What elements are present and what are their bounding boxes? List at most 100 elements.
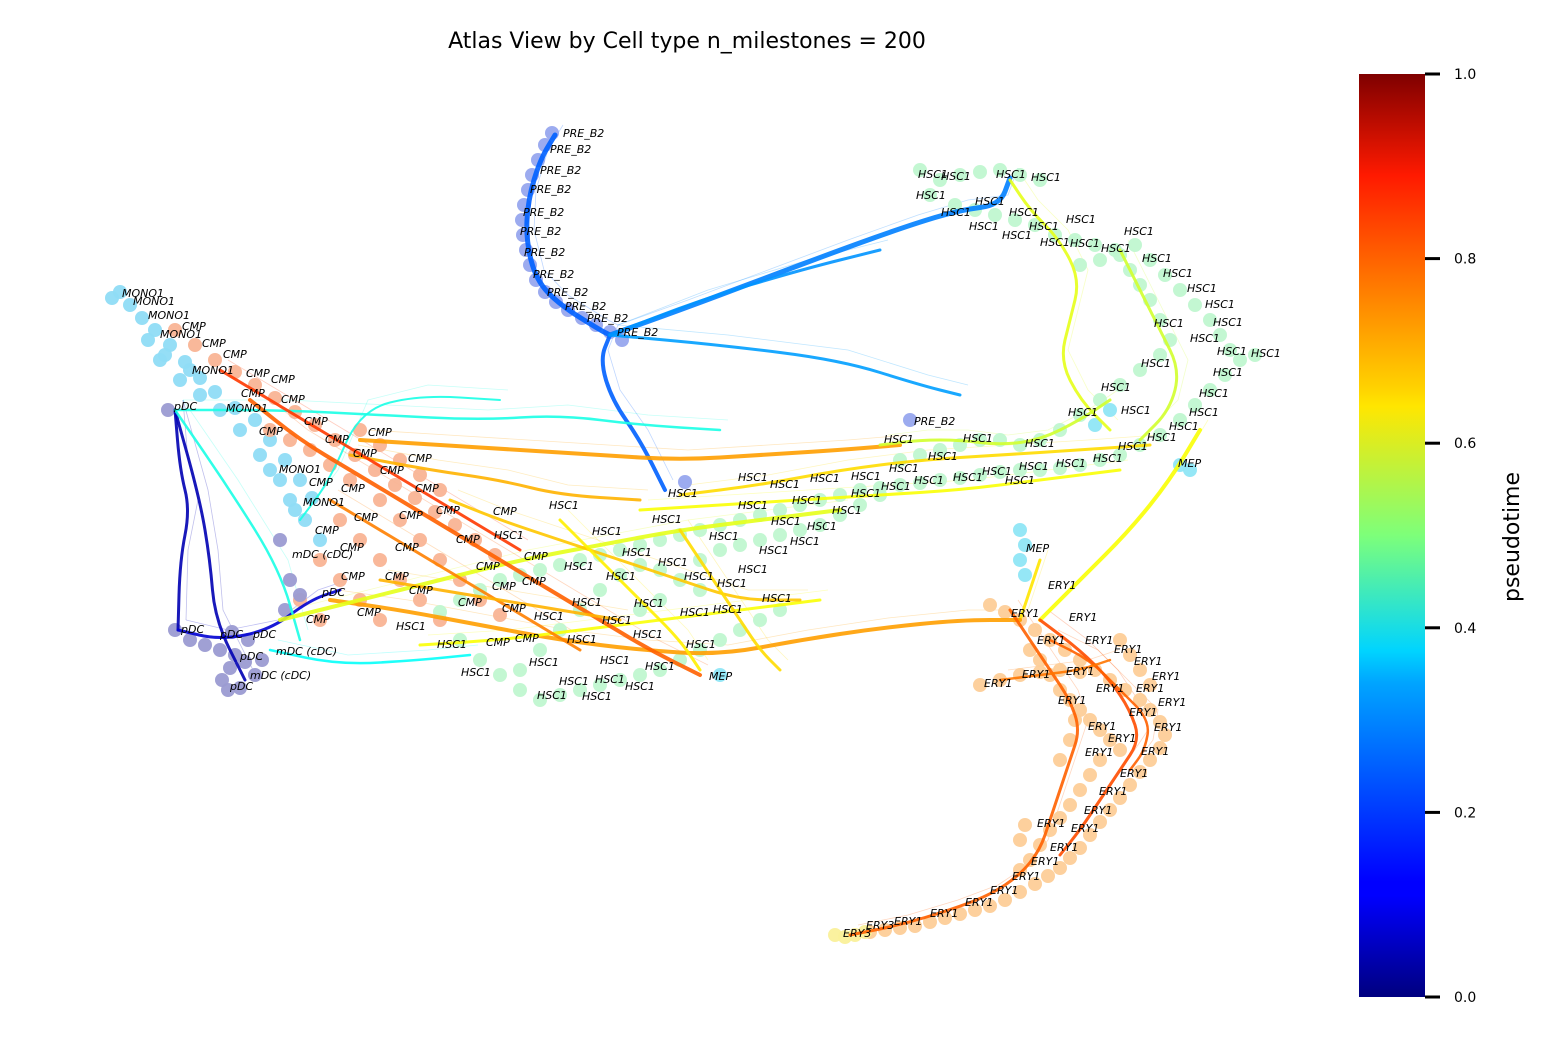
faint-trajectory [277, 639, 479, 656]
cell-type-label: mDC (cDC) [250, 669, 311, 682]
cell-point [988, 208, 1002, 222]
trajectory-line [278, 508, 842, 622]
cell-type-label: HSC1 [564, 560, 594, 573]
cell-type-label: HSC1 [1189, 406, 1219, 419]
cell-point [1188, 398, 1202, 412]
cell-point [1013, 463, 1027, 477]
cell-point [1143, 678, 1157, 692]
cell-point [253, 448, 267, 462]
cell-type-label: ERY1 [1114, 643, 1142, 656]
cell-type-label: HSC1 [622, 546, 652, 559]
cell-point [1158, 268, 1172, 282]
cell-point [1143, 253, 1157, 267]
cell-point [1018, 568, 1032, 582]
cell-point [713, 543, 727, 557]
cell-point [278, 453, 292, 467]
cell-point [993, 465, 1007, 479]
colorbar-tick-label: 1.0 [1454, 67, 1476, 83]
cell-type-label: CMP [476, 560, 500, 573]
trajectory-line [678, 528, 782, 672]
cell-type-label: CMP [385, 570, 409, 583]
cell-type-label: PRE_B2 [563, 127, 604, 140]
colorbar-tick-label: 0.2 [1454, 805, 1476, 821]
cell-type-label: HSC1 [645, 660, 675, 673]
cell-type-label: HSC1 [790, 535, 820, 548]
faint-trajectory [183, 399, 729, 421]
cell-type-label: HSC1 [494, 529, 524, 542]
cell-point [753, 613, 767, 627]
cell-point [408, 491, 422, 505]
cell-type-label: HSC1 [1147, 431, 1177, 444]
cell-point [493, 668, 507, 682]
trajectory-line [878, 398, 1112, 447]
cell-type-label: HSC1 [771, 515, 801, 528]
cell-type-label: HSC1 [668, 487, 698, 500]
cell-point [1103, 803, 1117, 817]
cell-point [1018, 818, 1032, 832]
cell-type-label: MONO1 [133, 295, 175, 308]
faint-trajectory [687, 519, 789, 661]
cell-point [1153, 428, 1167, 442]
cell-type-label: HSC1 [810, 472, 840, 485]
cell-point [633, 603, 647, 617]
cell-point [1033, 173, 1047, 187]
cell-type-label: HSC1 [595, 673, 625, 686]
cell-point [353, 423, 367, 437]
cell-point [493, 573, 507, 587]
cell-point [1068, 233, 1082, 247]
cell-type-label: CMP [456, 533, 480, 546]
trajectory-line [1118, 248, 1179, 442]
cell-point [188, 338, 202, 352]
cell-point [923, 188, 937, 202]
cell-type-label: ERY1 [1129, 706, 1157, 719]
cell-type-label: PRE_B2 [587, 312, 628, 325]
trajectory-line [998, 658, 1112, 682]
cell-type-label: CMP [281, 393, 305, 406]
faint-trajectory [887, 389, 1119, 436]
faint-trajectory [307, 384, 509, 511]
cell-point [773, 528, 787, 542]
cell-point [343, 473, 357, 487]
cell-type-label: ERY1 [1154, 721, 1182, 734]
cell-type-label: CMP [399, 509, 423, 522]
cell-type-label: HSC1 [1142, 252, 1172, 265]
cell-point [413, 468, 427, 482]
faint-trajectory [1007, 649, 1119, 671]
cell-point [653, 593, 667, 607]
cell-type-label: HSC1 [534, 610, 564, 623]
cell-point [938, 911, 952, 925]
cell-type-label: HSC1 [1029, 220, 1059, 233]
cell-point [973, 468, 987, 482]
cell-type-label: CMP [325, 433, 349, 446]
cell-type-label: ERY1 [1136, 682, 1164, 695]
trajectory-line [173, 408, 189, 632]
cell-point [313, 613, 327, 627]
cell-point [373, 553, 387, 567]
cell-type-label: ERY1 [1152, 670, 1180, 683]
cell-point [913, 448, 927, 462]
cell-point [198, 638, 212, 652]
cell-point [1153, 715, 1167, 729]
cell-point [593, 583, 607, 597]
cell-type-label: CMP [241, 387, 265, 400]
trajectory-line [1038, 428, 1202, 622]
colorbar-gradient [1359, 74, 1425, 997]
plot-area: PRE_B2PRE_B2PRE_B2PRE_B2PRE_B2PRE_B2PRE_… [105, 124, 1281, 944]
cell-type-label: HSC1 [916, 189, 946, 202]
cell-type-label: MONO1 [192, 364, 234, 377]
cell-type-label: HSC1 [792, 494, 822, 507]
cell-point [1073, 258, 1087, 272]
cell-point [388, 478, 402, 492]
cell-type-label: HSC1 [652, 513, 682, 526]
cell-type-label: MONO1 [226, 402, 268, 415]
cell-point [1103, 403, 1117, 417]
cell-point [613, 543, 627, 557]
cell-point [1088, 418, 1102, 432]
cell-point [1053, 683, 1067, 697]
colorbar-tick-label: 0.6 [1454, 436, 1476, 452]
cell-point [141, 333, 155, 347]
cell-point [183, 363, 197, 377]
cell-type-label: HSC1 [625, 680, 655, 693]
cell-type-label: HSC1 [1169, 420, 1199, 433]
cell-point [1093, 253, 1107, 267]
